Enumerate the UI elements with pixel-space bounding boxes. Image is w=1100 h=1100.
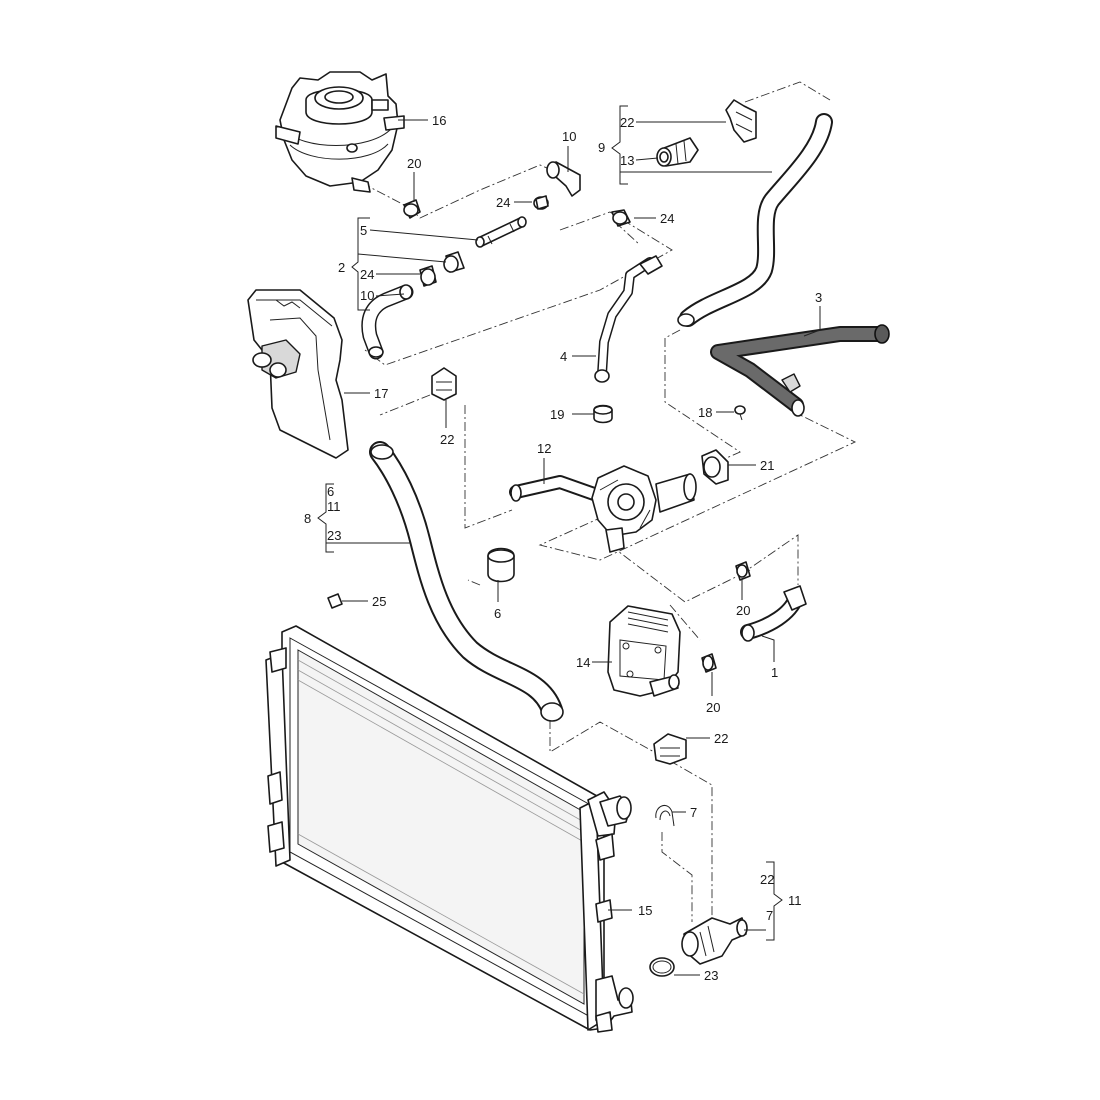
coolant-pipe-4 xyxy=(594,255,663,383)
hose-clamp-20-top xyxy=(403,199,421,219)
callout-11: 11 xyxy=(788,893,802,908)
callout-17: 17 xyxy=(374,386,388,401)
callout-10-lower: 10 xyxy=(360,288,374,303)
callout-20-low: 20 xyxy=(706,700,720,715)
leader-lines xyxy=(317,105,821,976)
callout-25: 25 xyxy=(372,594,386,609)
oil-cooler-14 xyxy=(607,605,681,697)
clip-22-center xyxy=(431,367,457,401)
callout-4: 4 xyxy=(560,349,567,364)
hose-clamp-20-low xyxy=(701,653,717,673)
hose-clamp-24-a xyxy=(533,195,549,210)
callout-9: 9 xyxy=(598,140,605,155)
elbow-connector-10-top xyxy=(546,161,581,197)
callout-22-lower: 22 xyxy=(714,731,728,746)
callout-22-top: 22 xyxy=(620,115,634,130)
callout-23-bracket: 23 xyxy=(327,528,341,543)
coolant-housing-17 xyxy=(247,289,349,459)
callout-13: 13 xyxy=(620,153,634,168)
callout-21: 21 xyxy=(760,458,774,473)
callout-7-bracket: 7 xyxy=(766,908,773,923)
callout-2: 2 xyxy=(338,260,345,275)
connecting-pipe-5 xyxy=(475,216,527,248)
callout-24-b: 24 xyxy=(660,211,674,226)
callout-15: 15 xyxy=(638,903,652,918)
callout-11-bracket: 11 xyxy=(327,499,341,514)
hose-clamp-24-b xyxy=(611,209,631,227)
callout-19: 19 xyxy=(550,407,564,422)
hose-clamp-20-mid xyxy=(735,561,751,581)
callout-23: 23 xyxy=(704,968,718,983)
callout-labels: 16 10 20 24 24 5 2 24 10 22 9 13 3 4 19 … xyxy=(304,113,822,983)
callout-14: 14 xyxy=(576,655,590,670)
bolt-25 xyxy=(327,593,343,609)
callout-22-bracket: 22 xyxy=(760,872,774,887)
coolant-pipe-3 xyxy=(710,324,890,417)
coolant-fitting-11 xyxy=(681,917,748,965)
callout-24-c: 24 xyxy=(360,267,374,282)
callout-16: 16 xyxy=(432,113,446,128)
lower-hose-8 xyxy=(369,441,564,722)
hose-clamp-24-c xyxy=(419,265,437,287)
callout-20-mid: 20 xyxy=(736,603,750,618)
callout-6: 6 xyxy=(494,606,501,621)
radiator-15 xyxy=(265,625,634,1033)
collar-6 xyxy=(487,547,515,583)
callout-6-bracket: 6 xyxy=(327,484,334,499)
callout-24-a: 24 xyxy=(496,195,510,210)
callout-12: 12 xyxy=(537,441,551,456)
thermostat-housing-12 xyxy=(509,465,697,553)
clip-21 xyxy=(701,449,729,485)
assembly-dash-lines xyxy=(361,81,857,922)
callout-1: 1 xyxy=(771,665,778,680)
callout-20-top: 20 xyxy=(407,156,421,171)
clip-22-lower xyxy=(653,733,687,765)
expansion-tank xyxy=(275,71,405,193)
seal-19 xyxy=(593,404,613,424)
bolt-18 xyxy=(734,405,746,421)
callout-10-top: 10 xyxy=(562,129,576,144)
radiator-fins xyxy=(297,659,585,995)
callout-18: 18 xyxy=(698,405,712,420)
clip-22-top-right xyxy=(725,99,757,143)
callout-3: 3 xyxy=(815,290,822,305)
callout-7-clip: 7 xyxy=(690,805,697,820)
coolant-hose-1 xyxy=(740,585,807,642)
spring-clip-7 xyxy=(655,804,675,827)
hose-10-lower xyxy=(361,284,414,360)
coupling-sleeve xyxy=(443,251,465,273)
connector-13 xyxy=(656,137,699,167)
callout-22-center: 22 xyxy=(440,432,454,447)
o-ring-23 xyxy=(649,957,675,977)
upper-hose-right xyxy=(677,113,833,327)
callout-8: 8 xyxy=(304,511,311,526)
callout-5: 5 xyxy=(360,223,367,238)
